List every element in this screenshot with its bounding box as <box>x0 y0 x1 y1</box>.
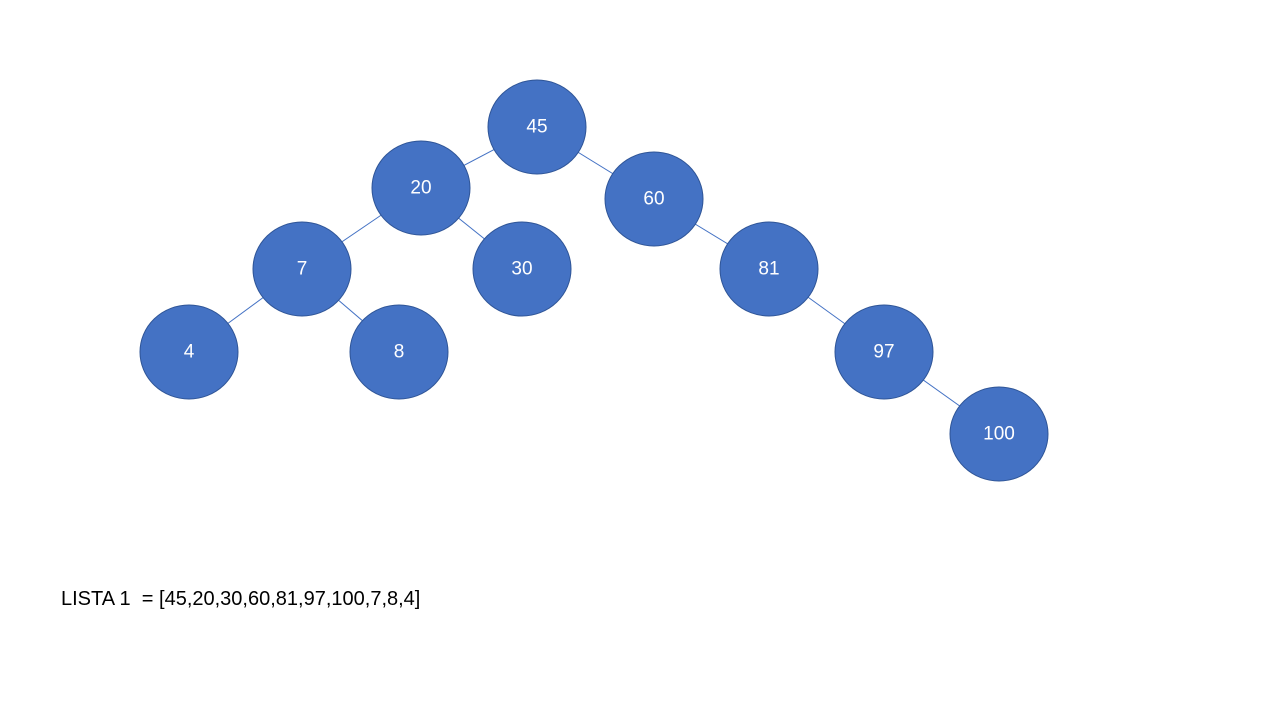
node-circle <box>719 221 819 317</box>
tree-node-60: 60 <box>604 151 704 247</box>
node-circle <box>604 151 704 247</box>
node-circle <box>949 386 1049 482</box>
tree-node-8: 8 <box>349 304 449 400</box>
node-label: 81 <box>758 259 779 280</box>
node-label: 45 <box>526 117 547 138</box>
node-label: 4 <box>184 342 195 363</box>
tree-node-4: 4 <box>139 304 239 400</box>
node-circle <box>349 304 449 400</box>
node-label: 8 <box>394 342 405 363</box>
node-label: 100 <box>983 424 1015 445</box>
node-circle <box>252 221 352 317</box>
tree-node-81: 81 <box>719 221 819 317</box>
tree-node-97: 97 <box>834 304 934 400</box>
node-circle <box>139 304 239 400</box>
tree-node-7: 7 <box>252 221 352 317</box>
node-label: 20 <box>410 178 431 199</box>
tree-node-45: 45 <box>487 79 587 175</box>
tree-node-30: 30 <box>472 221 572 317</box>
node-circle <box>472 221 572 317</box>
node-circle <box>371 140 471 236</box>
node-label: 7 <box>297 259 308 280</box>
tree-nodes: 45 20 60 7 30 81 4 8 97 100 <box>139 79 1049 482</box>
tree-node-20: 20 <box>371 140 471 236</box>
list-caption: LISTA 1 = [45,20,30,60,81,97,100,7,8,4] <box>61 588 421 610</box>
node-label: 60 <box>643 189 664 210</box>
node-circle <box>834 304 934 400</box>
tree-node-100: 100 <box>949 386 1049 482</box>
node-label: 30 <box>511 259 532 280</box>
node-label: 97 <box>873 342 894 363</box>
node-circle <box>487 79 587 175</box>
